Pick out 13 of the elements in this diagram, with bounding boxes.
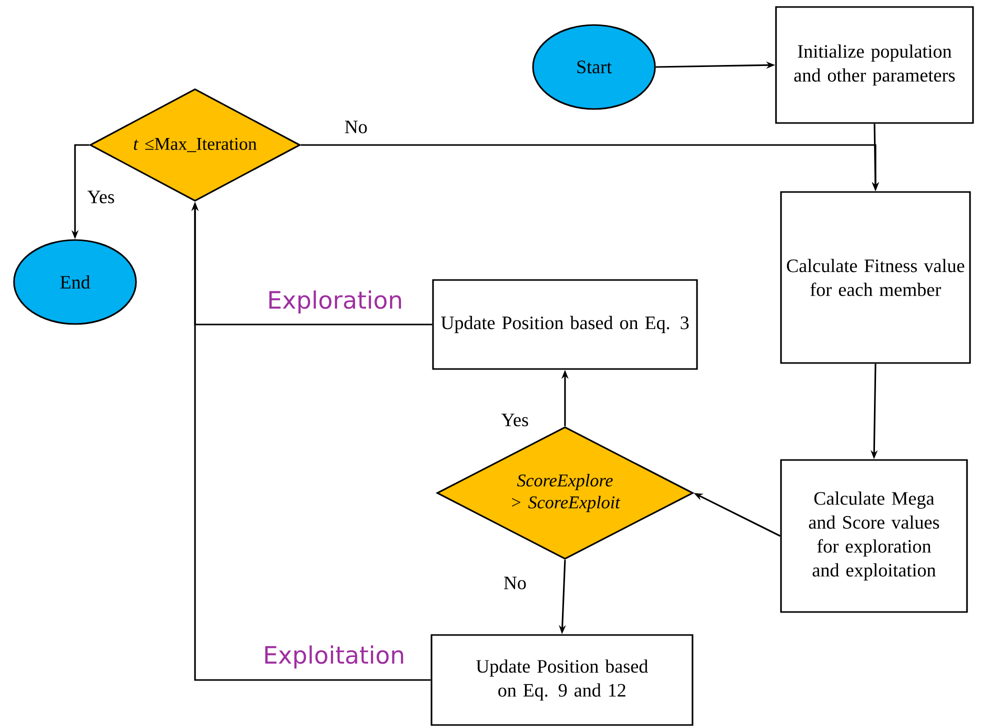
edge-label: Yes <box>500 412 530 428</box>
terminal-oval: Start <box>532 24 656 110</box>
edge-label: Exploitation <box>262 644 406 670</box>
process-box: Calculate Fitness value for each member <box>780 191 971 364</box>
edge-label: Yes <box>86 190 116 204</box>
process-box: Calculate Mega and Score values for exploration and exploitation <box>780 459 968 613</box>
edge-label: Exploration <box>266 289 404 315</box>
process-box: Update Position based on Eq. 3 <box>432 279 698 370</box>
edge-label: No <box>343 120 369 134</box>
terminal-oval: End <box>13 239 137 325</box>
process-box: Update Position based on Eq. 9 and 12 <box>430 634 694 726</box>
edge-label: No <box>502 576 528 590</box>
process-box: Initialize population and other parameters <box>775 6 974 124</box>
